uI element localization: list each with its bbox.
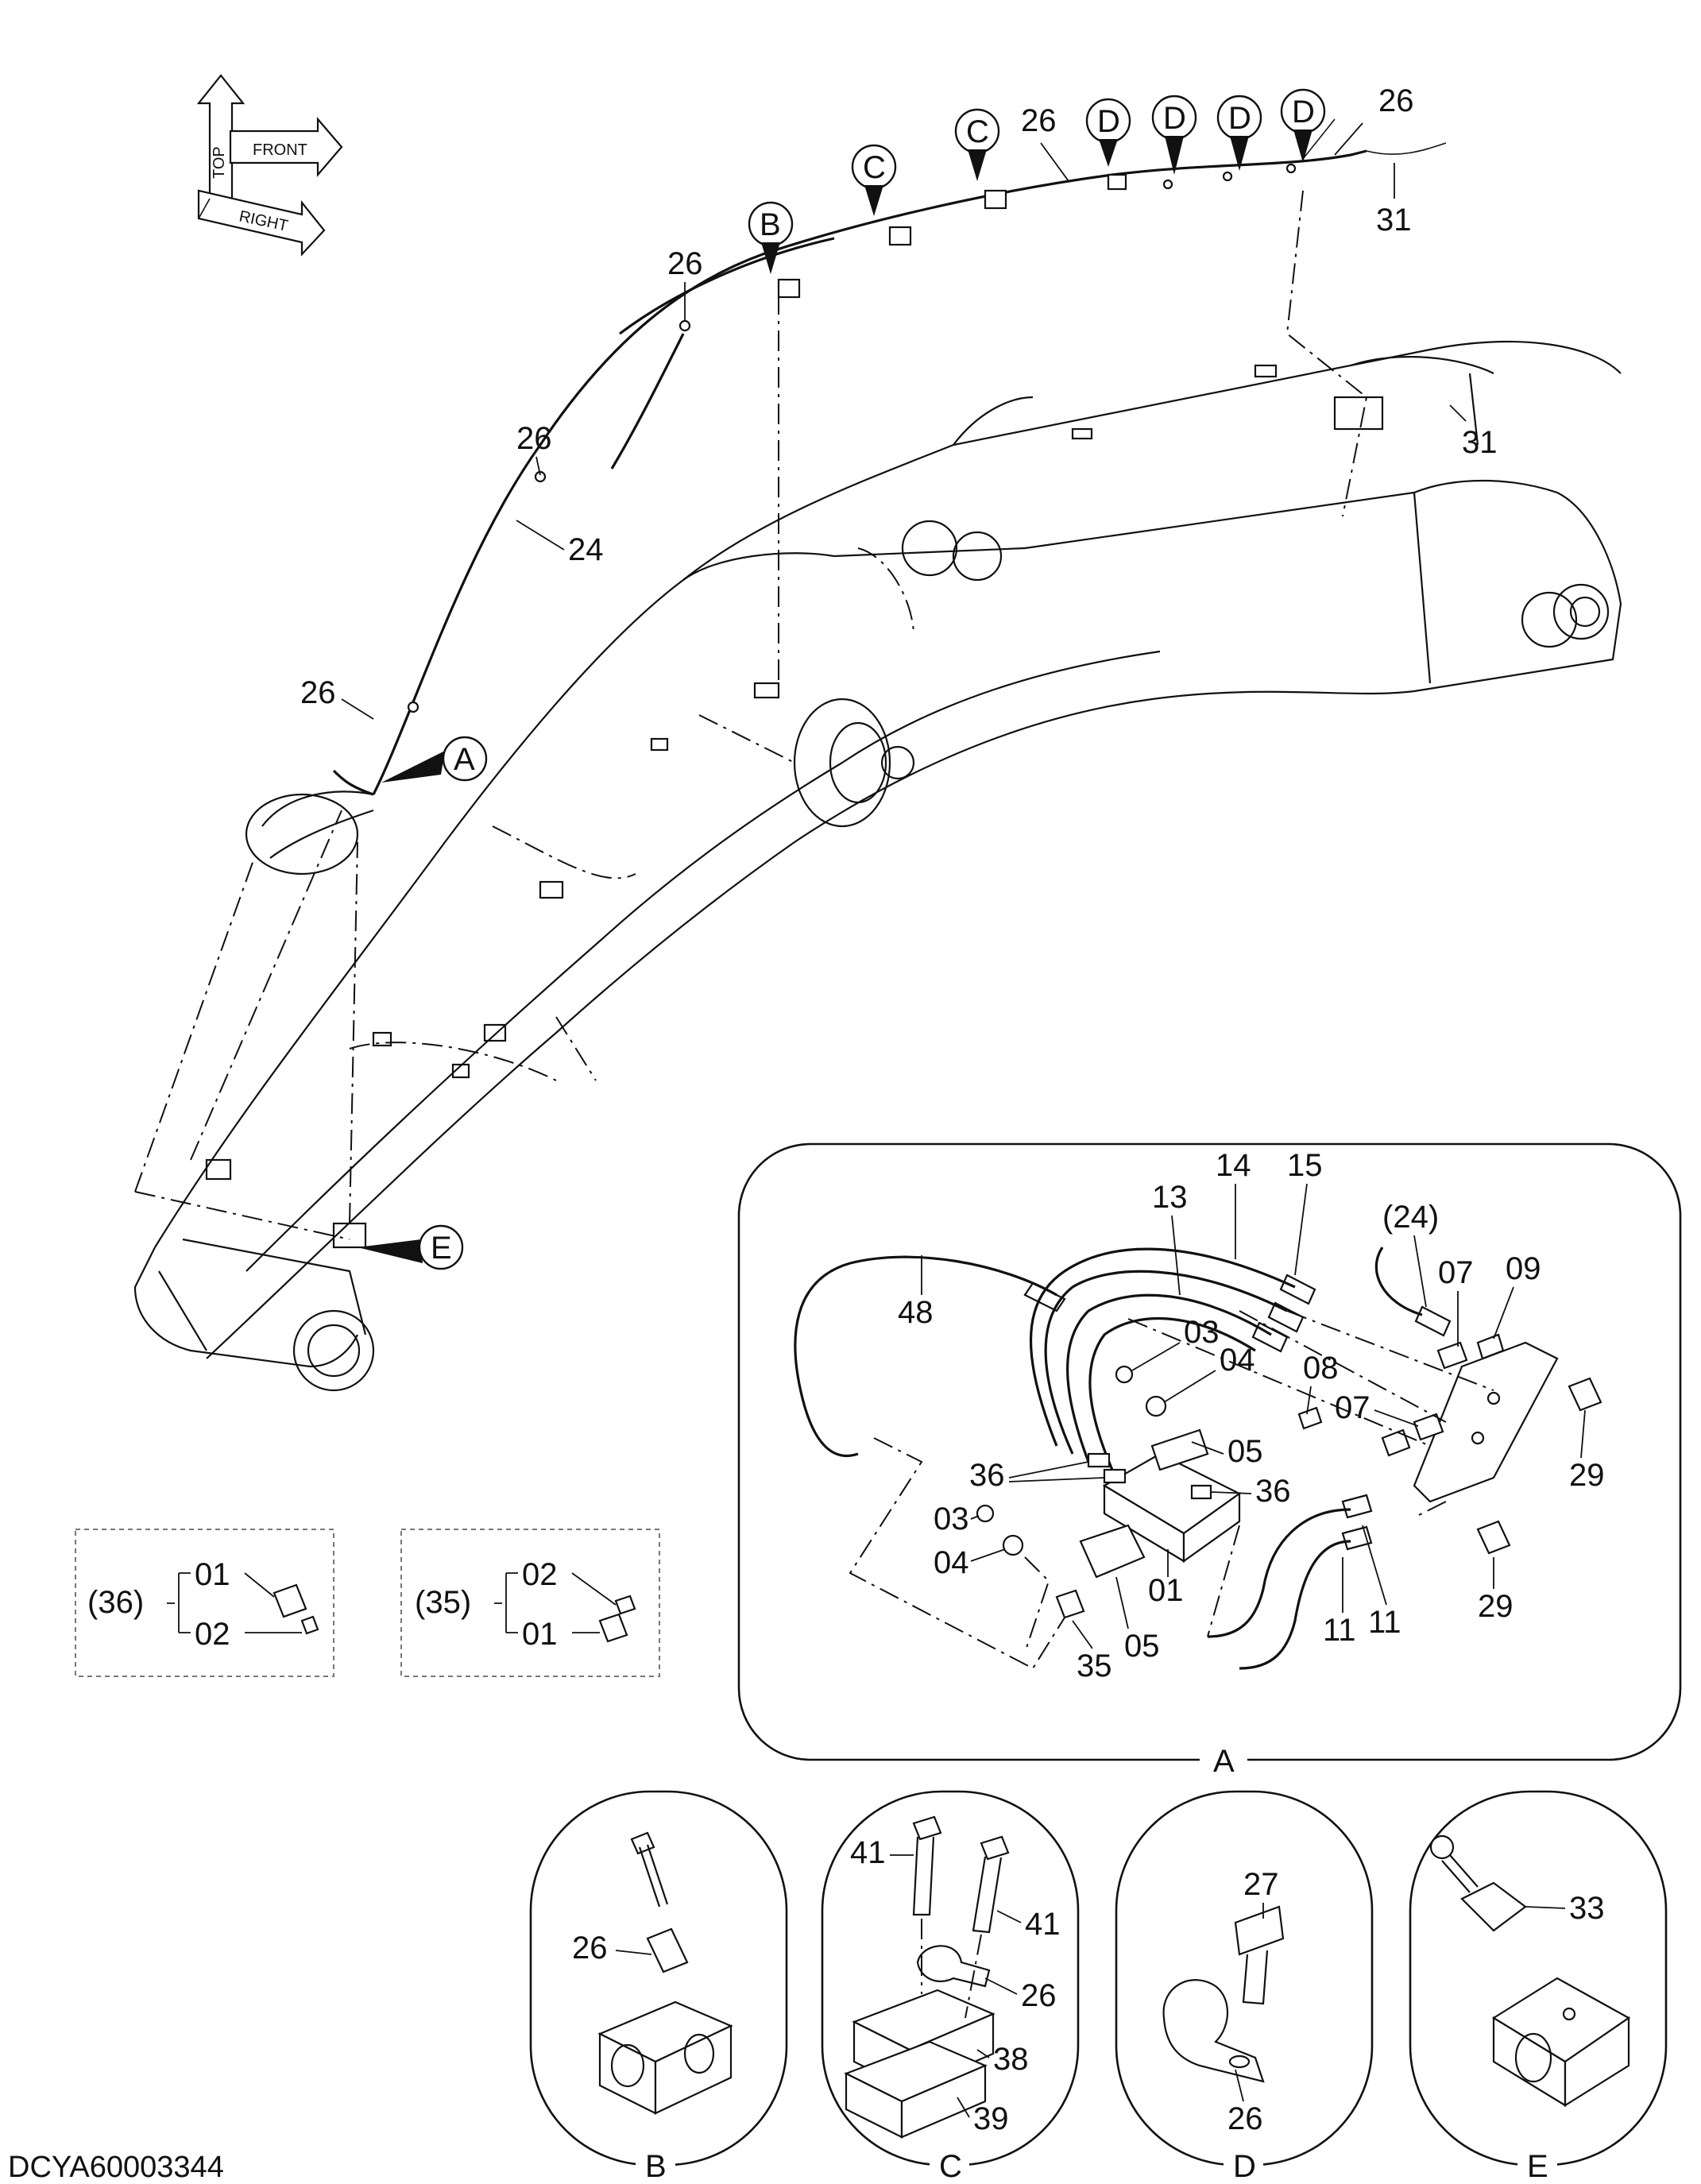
orientation-icon: TOP FRONT RIGHT [196, 74, 343, 257]
svg-text:C: C [863, 150, 886, 185]
detail-d-caption: D [1233, 2149, 1256, 2184]
label-26-upper: 26 [1021, 103, 1057, 138]
detail-a-label-07-lower: 07 [1335, 1390, 1370, 1425]
detail-c-panel: C 41 41 26 38 39 [821, 1790, 1080, 2184]
kit-36-item-01: 01 [195, 1557, 230, 1592]
detail-d-label-27: 27 [1243, 1867, 1279, 1902]
boom-labels: 26 26 26 26 24 26 31 31 A B C [300, 83, 1498, 1270]
callout-d-1[interactable]: D [1085, 98, 1131, 167]
detail-a-label-05-lower: 05 [1124, 1629, 1160, 1664]
detail-d-label-26: 26 [1227, 2101, 1263, 2136]
label-26-mid: 26 [667, 246, 703, 281]
detail-a-label-09: 09 [1506, 1251, 1541, 1286]
svg-text:B: B [760, 207, 781, 242]
callout-e[interactable]: E [358, 1224, 464, 1270]
detail-a-label-04-lower: 04 [934, 1545, 969, 1580]
svg-text:E: E [431, 1231, 452, 1266]
detail-a-label-03-lower: 03 [934, 1502, 969, 1537]
detail-a-caption: A [1213, 1744, 1235, 1779]
kit-36-box: (36) 01 02 [75, 1529, 334, 1677]
svg-text:D: D [1228, 101, 1251, 136]
detail-a-label-36-right: 36 [1255, 1474, 1291, 1509]
detail-e-caption: E [1527, 2149, 1548, 2184]
kit-35-item-01: 01 [522, 1617, 558, 1652]
detail-c-label-39: 39 [973, 2101, 1009, 2136]
kit-35-item-02: 02 [522, 1557, 558, 1592]
detail-a-label-24: (24) [1382, 1200, 1439, 1235]
callout-b[interactable]: B [748, 201, 794, 274]
orientation-front-label: FRONT [253, 141, 307, 159]
label-24: 24 [568, 532, 604, 567]
label-26-bottom: 26 [300, 675, 336, 710]
detail-c-caption: C [939, 2149, 962, 2184]
detail-a-panel: A [737, 1142, 1682, 1779]
detail-b-panel: B 26 [529, 1790, 788, 2184]
label-26-lower: 26 [516, 421, 552, 456]
detail-b-label-26: 26 [572, 1931, 608, 1966]
detail-a-label-15: 15 [1287, 1148, 1323, 1183]
svg-text:D: D [1292, 95, 1315, 129]
callout-d-3[interactable]: D [1216, 95, 1262, 171]
diagram-code: DCYA60003344 [8, 2151, 224, 2184]
detail-c-label-38: 38 [993, 2042, 1029, 2077]
callout-a[interactable]: A [381, 736, 488, 783]
detail-a-label-36-left: 36 [969, 1458, 1005, 1493]
kit-35-box: (35) 02 01 [400, 1529, 660, 1677]
detail-a-label-08: 08 [1303, 1351, 1339, 1386]
detail-e-label-33: 33 [1569, 1891, 1605, 1926]
label-26-top-right: 26 [1378, 83, 1414, 118]
detail-a-label-01: 01 [1148, 1573, 1184, 1608]
detail-b-caption: B [645, 2149, 667, 2184]
detail-a-label-11-right: 11 [1368, 1605, 1401, 1640]
detail-a-label-29-lower: 29 [1478, 1589, 1514, 1624]
svg-text:C: C [966, 114, 989, 149]
detail-c-label-41-right: 41 [1025, 1907, 1061, 1942]
callout-c-first[interactable]: C [851, 144, 897, 216]
detail-c-label-26: 26 [1021, 1978, 1057, 2013]
detail-a-label-05-upper: 05 [1227, 1434, 1263, 1469]
orientation-top-label: TOP [211, 146, 228, 179]
detail-a-label-04-upper: 04 [1220, 1343, 1255, 1378]
detail-a-label-48: 48 [898, 1295, 934, 1330]
detail-a-label-14: 14 [1216, 1148, 1251, 1183]
detail-e-panel: E 33 [1409, 1790, 1668, 2184]
detail-a-label-35: 35 [1077, 1649, 1112, 1683]
label-31-lower: 31 [1462, 425, 1498, 460]
svg-text:D: D [1097, 104, 1120, 139]
detail-a-label-11-left: 11 [1323, 1613, 1356, 1648]
svg-text:A: A [454, 742, 475, 777]
callout-d-2[interactable]: D [1151, 95, 1197, 175]
detail-a-label-03-upper: 03 [1184, 1315, 1220, 1350]
kit-36-item-02: 02 [195, 1617, 230, 1652]
boom-structure [133, 340, 1622, 1392]
detail-a-label-07-upper: 07 [1438, 1255, 1474, 1290]
callout-d-4[interactable]: D [1280, 88, 1326, 163]
svg-text:D: D [1163, 101, 1186, 136]
detail-a-label-13: 13 [1152, 1180, 1188, 1215]
detail-a-label-29-upper: 29 [1569, 1458, 1605, 1493]
callout-c-second[interactable]: C [954, 108, 1000, 181]
detail-d-panel: D 27 26 [1115, 1790, 1374, 2184]
kit-35-ref: (35) [415, 1585, 471, 1620]
kit-36-ref: (36) [87, 1585, 144, 1620]
detail-c-label-41-left: 41 [850, 1835, 886, 1870]
label-31-upper: 31 [1376, 203, 1412, 238]
boom-hose-routing [134, 118, 1447, 1240]
